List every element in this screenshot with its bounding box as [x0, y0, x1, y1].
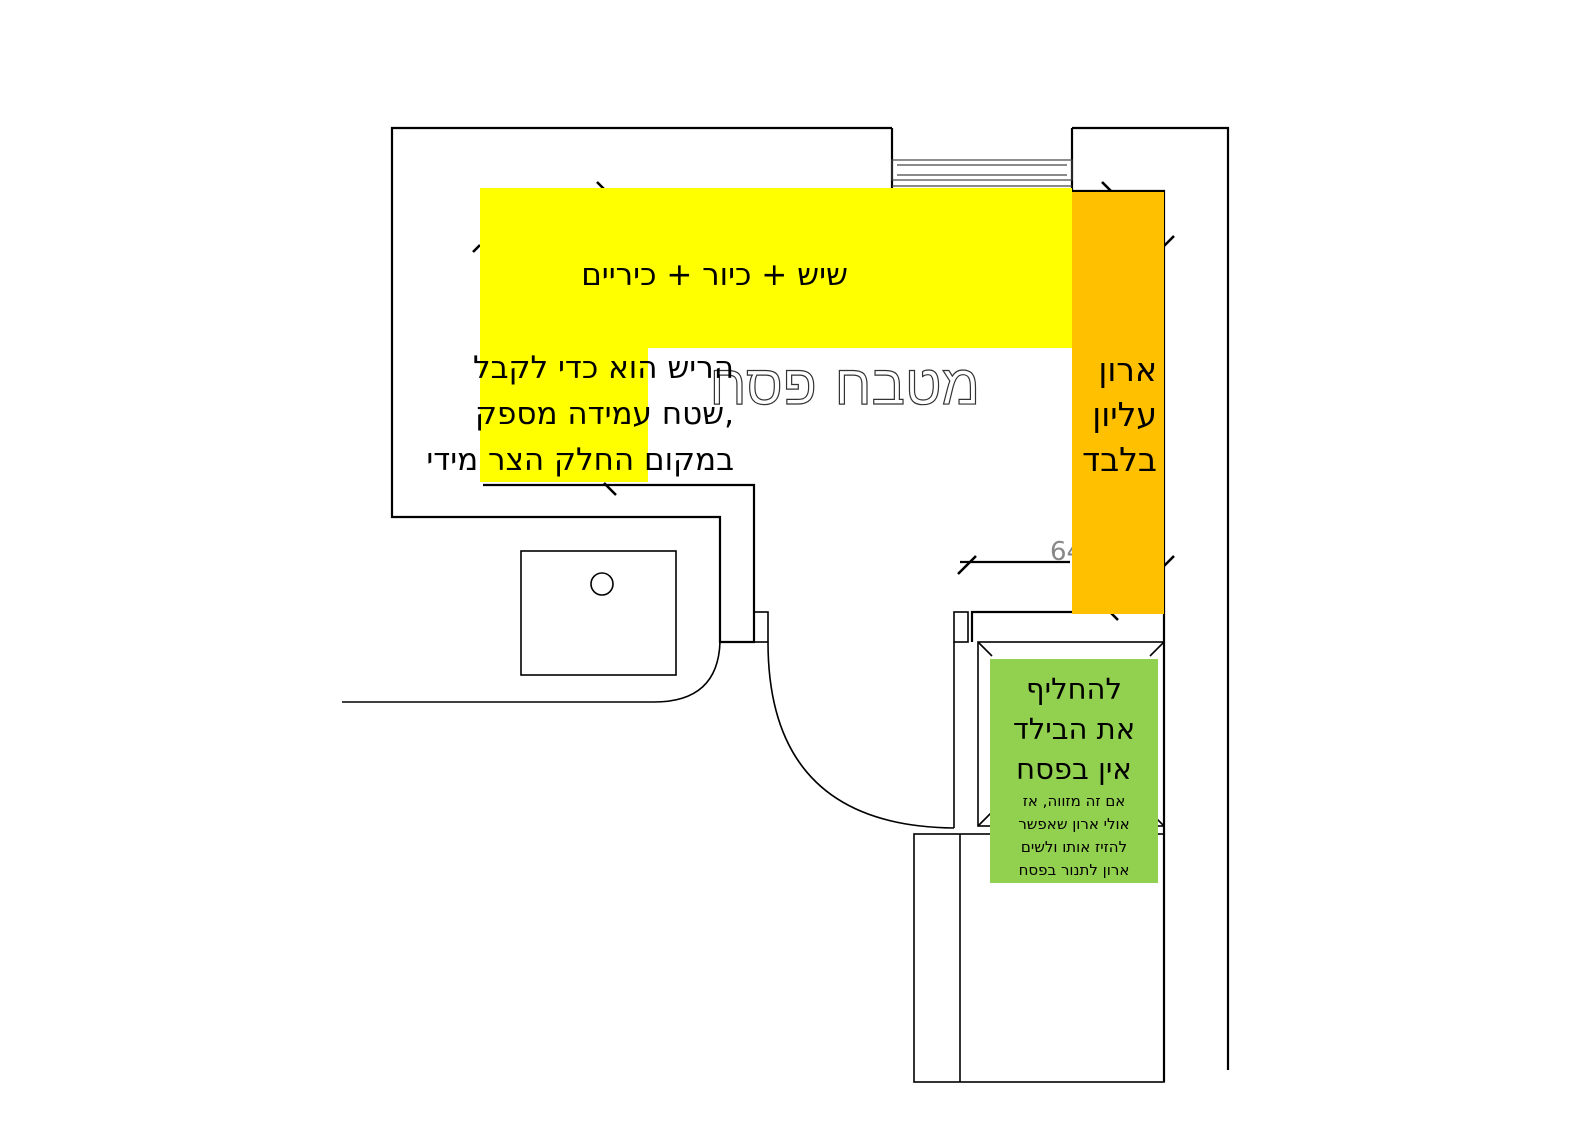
sink [520, 550, 677, 676]
explanation-line-1: הריש הוא כדי לקבל [473, 350, 734, 386]
cabinet-line-1: ארון [1098, 350, 1157, 389]
explanation-line-3: במקום החלק הצר מידי [426, 442, 734, 478]
counter-area-top [480, 188, 1072, 348]
door [753, 611, 969, 829]
annotations [480, 188, 1164, 883]
window [891, 159, 1073, 187]
counter-area-left [480, 348, 648, 482]
replace-built-in-label: להחליף את הבילד אין בפסח [1013, 672, 1135, 786]
upper-cabinet-area [1072, 192, 1164, 614]
replace-line-2: את הבילד [1013, 712, 1135, 746]
plan-title: מטבח פסח [710, 353, 980, 418]
replace-line-1: להחליף [1026, 672, 1122, 706]
fridge-line-1: אם זה מזווה, אז [1023, 792, 1126, 810]
counter-sink-stoves-label: שיש + כיור + כיריים [581, 257, 848, 293]
explanation-line-2: שטח עמידה מספק, [475, 396, 734, 432]
fridge-note-label: אם זה מזווה, אז אולי ארון שאפשר להזיז או… [1018, 792, 1129, 879]
replace-line-3: אין בפסח [1016, 752, 1132, 786]
counter-explanation-label: הריש הוא כדי לקבל שטח עמידה מספק, במקום … [426, 350, 734, 478]
fridge-line-2: אולי ארון שאפשר [1018, 815, 1129, 833]
fridge-line-3: להזיז אותו ולשים [1021, 838, 1127, 856]
upper-cabinet-label: ארון עליון בלבד [1082, 350, 1157, 479]
cabinet-line-3: בלבד [1082, 440, 1157, 479]
replace-built-in-area [990, 659, 1158, 883]
fridge-line-4: ארון לתנור בפסח [1019, 861, 1130, 879]
cabinet-line-2: עליון [1092, 395, 1157, 434]
